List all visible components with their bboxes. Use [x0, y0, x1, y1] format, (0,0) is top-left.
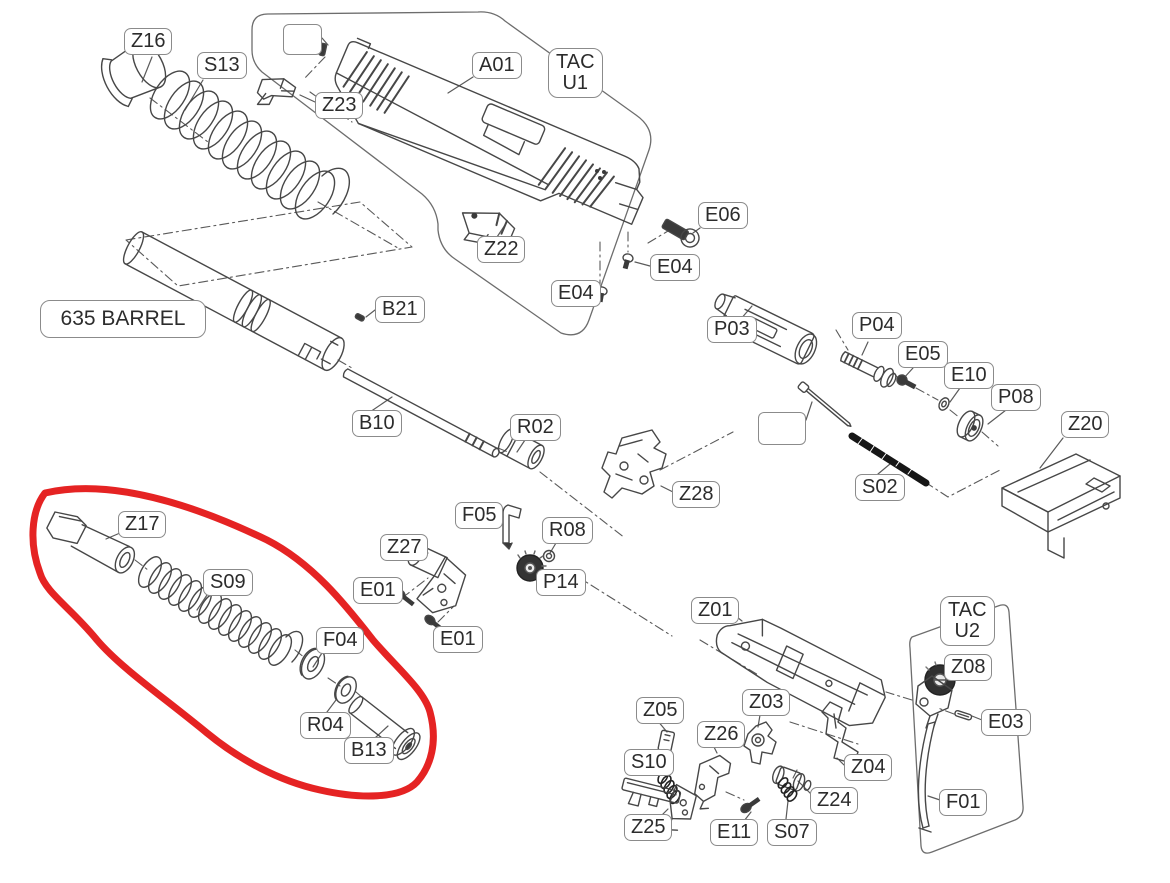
part-label-e01-upper: E01	[353, 577, 403, 604]
part-z25	[621, 777, 698, 831]
part-b21-pin	[354, 313, 365, 322]
part-z01-chassis	[715, 618, 886, 727]
part-z17-guide-rod-head	[46, 511, 136, 574]
tac-u2-line1: TAC	[948, 599, 987, 621]
part-unlabeled-pin	[797, 381, 852, 428]
part-p08-piston-head	[956, 410, 984, 442]
part-label-e04-left: E04	[551, 280, 601, 307]
part-label-e05: E05	[898, 341, 948, 368]
part-label-z16: Z16	[124, 28, 173, 55]
part-label-z27: Z27	[380, 534, 429, 561]
part-s09-spring	[137, 556, 304, 666]
part-label-b13: B13	[344, 737, 394, 764]
part-f05-clip	[502, 504, 522, 550]
part-e04-screw-right	[622, 253, 634, 270]
group-outline-tac-u1	[251, 11, 652, 336]
part-label-z20: Z20	[1061, 411, 1110, 438]
part-label-z23: Z23	[315, 92, 364, 119]
part-label-z28: Z28	[672, 481, 721, 508]
part-label-e03: E03	[981, 709, 1031, 736]
part-outer-barrel	[122, 231, 345, 372]
part-z28-hopup-chamber	[601, 429, 667, 499]
part-label-p04: P04	[852, 312, 902, 339]
part-e05-screw	[896, 374, 917, 390]
part-label-z08: Z08	[944, 654, 993, 681]
part-s07-spring	[777, 777, 798, 802]
part-s02-spring	[848, 432, 930, 487]
part-z24	[772, 765, 812, 792]
part-label-z26: Z26	[697, 721, 746, 748]
tac-u1-line1: TAC	[556, 51, 595, 73]
part-label-e04-right: E04	[650, 254, 700, 281]
dashed-subassembly-box	[125, 201, 413, 287]
unlabeled-box-right	[758, 412, 806, 445]
part-z03-sear	[743, 721, 777, 765]
part-label-b10: B10	[352, 410, 402, 437]
unlabeled-box-top	[283, 24, 322, 55]
part-label-z22: Z22	[477, 236, 526, 263]
slide-rear-dots	[595, 169, 606, 180]
group-outline-tac-u2	[909, 604, 1024, 854]
part-label-z05: Z05	[636, 697, 685, 724]
part-label-z17: Z17	[118, 511, 167, 538]
part-label-a01: A01	[472, 52, 522, 79]
part-label-p03: P03	[707, 316, 757, 343]
part-label-s09: S09	[203, 569, 253, 596]
part-r04-washer	[334, 675, 357, 704]
part-label-e06: E06	[698, 202, 748, 229]
part-label-s13: S13	[197, 52, 247, 79]
part-a01-slide	[334, 37, 644, 225]
part-e03-pin	[954, 709, 973, 721]
part-label-f01: F01	[939, 789, 988, 816]
part-label-z24: Z24	[810, 787, 859, 814]
part-label-f04: F04	[316, 627, 365, 654]
part-z16	[100, 41, 167, 108]
part-label-b21: B21	[375, 296, 425, 323]
part-label-r02: R02	[510, 414, 561, 441]
part-z20-housing	[1001, 453, 1121, 559]
part-label-e11: E11	[710, 819, 759, 846]
part-label-s07: S07	[767, 819, 817, 846]
part-label-z25: Z25	[624, 814, 673, 841]
part-label-r04: R04	[300, 712, 351, 739]
part-label-s10: S10	[624, 749, 674, 776]
group-label-tac-u2: TAC U2	[940, 596, 995, 646]
part-p04-piston	[840, 351, 897, 388]
part-label-s02: S02	[855, 474, 905, 501]
part-p03-nozzle	[714, 293, 818, 365]
label-leader-lines	[105, 37, 1064, 822]
part-s13-recoil-spring	[149, 70, 351, 220]
part-label-z03: Z03	[742, 689, 791, 716]
part-label-p14: P14	[536, 569, 586, 596]
part-f04-washer	[299, 647, 326, 680]
part-b10-inner-barrel	[342, 368, 500, 458]
part-z23-front-sight	[256, 78, 297, 106]
barrel-spec-label: 635 BARREL	[40, 300, 206, 338]
group-label-tac-u1: TAC U1	[548, 48, 603, 98]
part-f01-leaf-spring	[917, 721, 936, 833]
part-label-z01: Z01	[691, 597, 740, 624]
part-label-z04: Z04	[844, 754, 893, 781]
tac-u2-line2: U2	[954, 620, 981, 642]
part-label-e10: E10	[944, 362, 994, 389]
red-annotation-circle	[29, 485, 437, 800]
part-e06-screw	[661, 218, 700, 248]
tac-u1-line2: U1	[562, 72, 589, 94]
part-z26	[693, 754, 732, 810]
part-label-r08: R08	[542, 517, 593, 544]
part-e10-washer	[938, 397, 950, 411]
part-label-p08: P08	[991, 384, 1041, 411]
part-e11-screw	[740, 797, 761, 814]
part-label-e01-lower: E01	[433, 626, 483, 653]
part-label-f05: F05	[455, 502, 504, 529]
part-r08-oring	[542, 549, 556, 563]
